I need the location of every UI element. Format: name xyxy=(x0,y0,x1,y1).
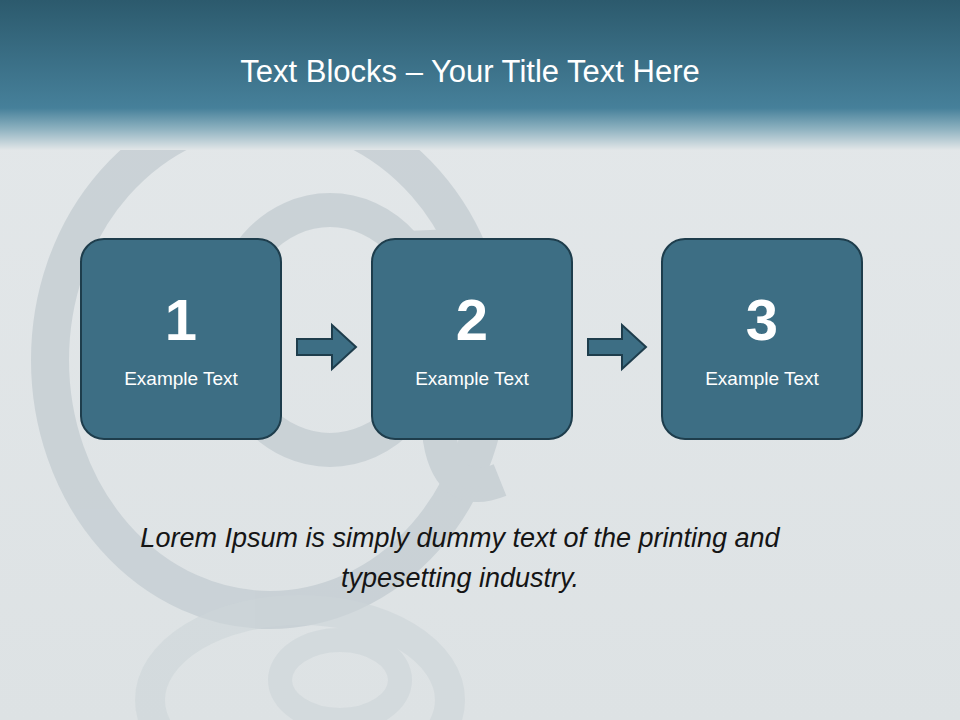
step-number: 2 xyxy=(456,287,488,353)
block-arrow xyxy=(588,325,646,369)
slide-title: Text Blocks – Your Title Text Here xyxy=(0,54,940,90)
header-band xyxy=(0,0,960,150)
block-arrow xyxy=(297,325,356,369)
step-box: 3Example Text xyxy=(661,238,863,440)
step-number: 3 xyxy=(746,287,778,353)
step-label: Example Text xyxy=(124,367,238,391)
caption-text: Lorem Ipsum is simply dummy text of the … xyxy=(100,518,820,598)
at-sign-reflection xyxy=(150,610,450,720)
step-box: 2Example Text xyxy=(371,238,573,440)
step-box: 1Example Text xyxy=(80,238,282,440)
step-label: Example Text xyxy=(705,367,819,391)
step-number: 1 xyxy=(165,287,197,353)
step-label: Example Text xyxy=(415,367,529,391)
